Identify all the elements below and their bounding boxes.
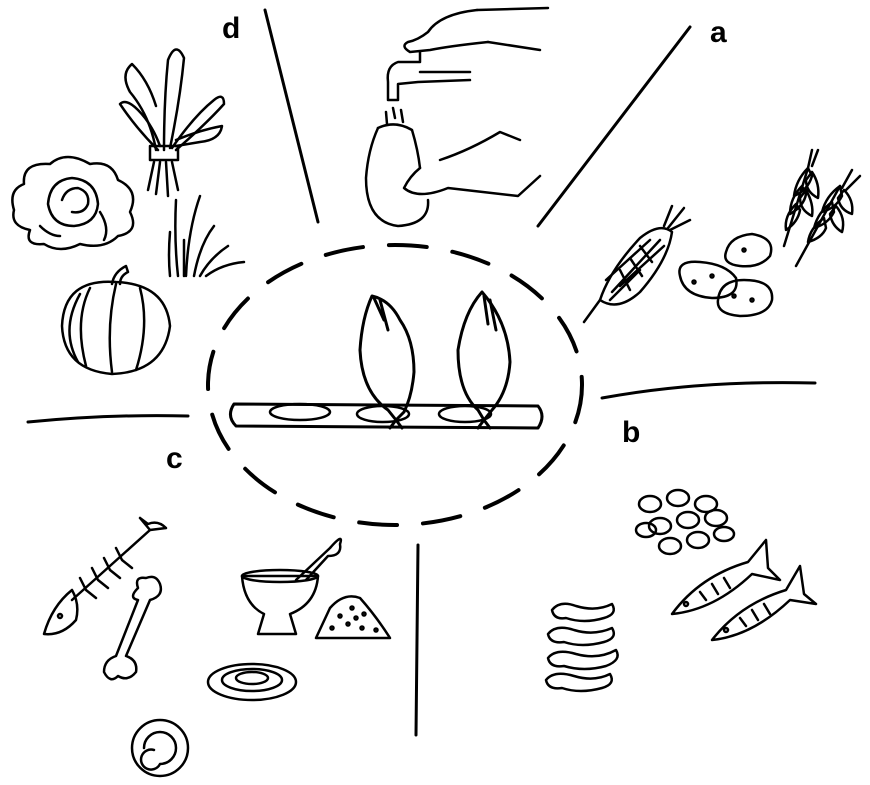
divider-line-right [602,383,815,398]
ground-powder-icon [316,596,390,638]
water-tap-icon [366,8,548,226]
wheat-icon [784,150,860,266]
bone-icon [104,577,161,679]
potatoes-icon [679,234,772,316]
section-label-d: d [222,14,240,44]
shell-icon [208,664,296,700]
mortar-pestle-icon [242,539,341,634]
section-label-c: c [166,444,183,474]
cabbage-icon [12,157,133,249]
divider-line-bottom [416,545,418,735]
leafy-greens-icon [120,49,224,196]
pumpkin-icon [62,266,170,374]
divider-line-left [28,416,188,422]
section-label-b: b [622,418,640,448]
divider-line-top-right [538,27,690,226]
corn-icon [584,206,690,322]
section-label-a: a [710,18,727,48]
snail-icon [132,720,188,776]
worms-icon [546,604,618,691]
divider-line-top-left [265,10,318,222]
beans-icon [636,490,734,554]
grass-icon [169,196,244,276]
central-dashed-ellipse [208,245,582,525]
